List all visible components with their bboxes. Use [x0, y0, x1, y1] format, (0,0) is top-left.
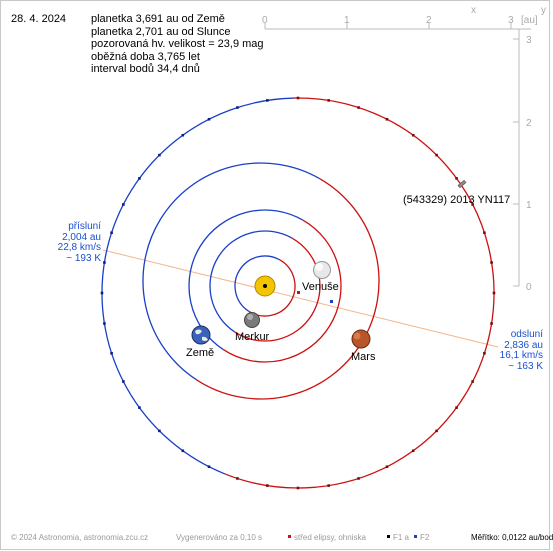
orbit-point-marker [385, 117, 389, 121]
x-tick-label: 3 [508, 15, 514, 26]
footer-generated: Vygenerováno za 0,10 s [176, 533, 262, 542]
y-tick-label: 0 [526, 282, 532, 293]
sun [254, 275, 276, 297]
info-sun-distance: planetka 2,701 au od Slunce [91, 25, 231, 38]
venus-orbit [209, 230, 321, 342]
y-axis: 3 2 1 0 y [513, 5, 546, 293]
orbit-point-marker [327, 99, 330, 102]
perihelion-distance: 2,004 au [62, 231, 101, 243]
orbit-point-marker [385, 465, 389, 469]
aphelion-speed: 16,1 km/s [499, 350, 543, 361]
orbit-point-marker [492, 291, 496, 295]
apsis-line [102, 249, 499, 348]
mars-planet [351, 329, 371, 349]
orbit-point-marker [411, 449, 415, 453]
orbit-point-marker [110, 351, 113, 355]
x-axis: 0 1 2 3 x [au] [262, 5, 538, 30]
legend-center-square [288, 535, 291, 538]
orbit-point-marker [357, 106, 360, 109]
orbit-point-marker [122, 380, 125, 383]
orbit-point-marker [236, 106, 239, 109]
y-tick-label: 2 [526, 118, 532, 129]
orbit-point-marker [266, 484, 269, 487]
orbit-point-marker [483, 351, 486, 355]
orbit-point-marker [158, 153, 161, 157]
focus-f2-marker [330, 300, 333, 303]
info-magnitude: pozorovaná hv. velikost = 23,9 mag [91, 38, 264, 50]
orbit-point-marker [455, 406, 458, 409]
footer-copyright: © 2024 Astronomia, astronomia.zcu.cz [11, 533, 149, 542]
orbit-point-marker [296, 486, 300, 490]
legend-f2-square [414, 535, 417, 538]
orbit-point-marker [411, 133, 415, 137]
orbit-point-marker [435, 429, 438, 433]
orbit-point-marker [266, 99, 269, 102]
orbit-point-marker [357, 477, 360, 480]
orbit-point-marker [110, 231, 113, 235]
orbit-point-marker [296, 96, 300, 100]
asteroid-marker [457, 179, 467, 189]
asteroid-orbit [100, 96, 496, 490]
orbit-point-marker [490, 322, 493, 325]
orbit-point-marker [435, 153, 438, 157]
orbit-point-marker [483, 231, 486, 235]
footer-legend-f2: F2 [420, 533, 430, 542]
earth-orbit [188, 209, 342, 363]
mercury-label: Merkur [235, 331, 270, 343]
orbit-point-marker [138, 406, 141, 409]
mercury-planet [244, 312, 260, 328]
date-label: 28. 4. 2024 [11, 13, 67, 25]
perihelion-temperature: ~ 193 K [66, 252, 101, 264]
x-tick-label: 1 [344, 15, 350, 26]
perihelion-label: přísluní 2,004 au 22,8 km/s ~ 193 K [57, 221, 101, 264]
y-tick-label: 3 [526, 35, 532, 46]
footer-legend-f1: F1 a [393, 533, 410, 542]
x-tick-label: 0 [262, 15, 268, 26]
info-point-interval: interval bodů 34,4 dnů [91, 63, 200, 75]
orbit-point-marker [471, 380, 474, 383]
orbit-point-marker [327, 484, 330, 487]
ellipse-center-marker [297, 291, 300, 294]
x-axis-unit: [au] [521, 15, 538, 26]
orbit-point-marker [181, 133, 185, 137]
earth-planet [191, 325, 211, 345]
asteroid-name: (543329) 2013 YN117 [403, 194, 511, 206]
legend-f1-square [387, 535, 390, 538]
footer-legend-center: střed elipsy, ohniska [294, 533, 366, 542]
orbit-point-marker [490, 261, 493, 264]
info-block: planetka 3,691 au od Země planetka 2,701… [91, 13, 264, 76]
venus-label: Venuše [302, 281, 339, 293]
info-earth-distance: planetka 3,691 au od Země [91, 13, 225, 25]
x-tick-label: 2 [426, 15, 432, 26]
orbit-point-marker [471, 203, 474, 206]
aphelion-temperature: ~ 163 K [508, 360, 543, 372]
aphelion-distance: 2,836 au [504, 339, 543, 351]
orbit-point-marker [122, 203, 125, 206]
earth-label: Země [186, 347, 215, 359]
orbit-point-marker [158, 429, 161, 433]
orbit-point-marker [207, 117, 211, 121]
y-tick-label: 1 [526, 200, 532, 211]
x-axis-label: x [471, 5, 476, 16]
perihelion-title: přísluní [68, 221, 101, 232]
y-axis-label: y [541, 5, 546, 16]
aphelion-title: odsluní [510, 329, 543, 340]
aphelion-label: odsluní 2,836 au 16,1 km/s ~ 163 K [499, 329, 543, 372]
orbit-point-marker [100, 291, 104, 295]
info-period: oběžná doba 3,765 let [91, 50, 200, 63]
venus-planet [313, 261, 331, 279]
orbit-point-marker [138, 177, 141, 180]
orbit-point-marker [236, 477, 239, 480]
orbit-point-marker [455, 177, 458, 180]
orbit-point-marker [103, 322, 106, 325]
orbit-point-marker [103, 261, 106, 264]
orbit-point-marker [207, 465, 211, 469]
mercury-orbit [234, 255, 296, 317]
perihelion-speed: 22,8 km/s [57, 242, 101, 253]
mars-label: Mars [351, 351, 376, 363]
orbit-point-marker [181, 449, 185, 453]
footer-scale: Měřítko: 0,0122 au/bod [471, 533, 553, 542]
